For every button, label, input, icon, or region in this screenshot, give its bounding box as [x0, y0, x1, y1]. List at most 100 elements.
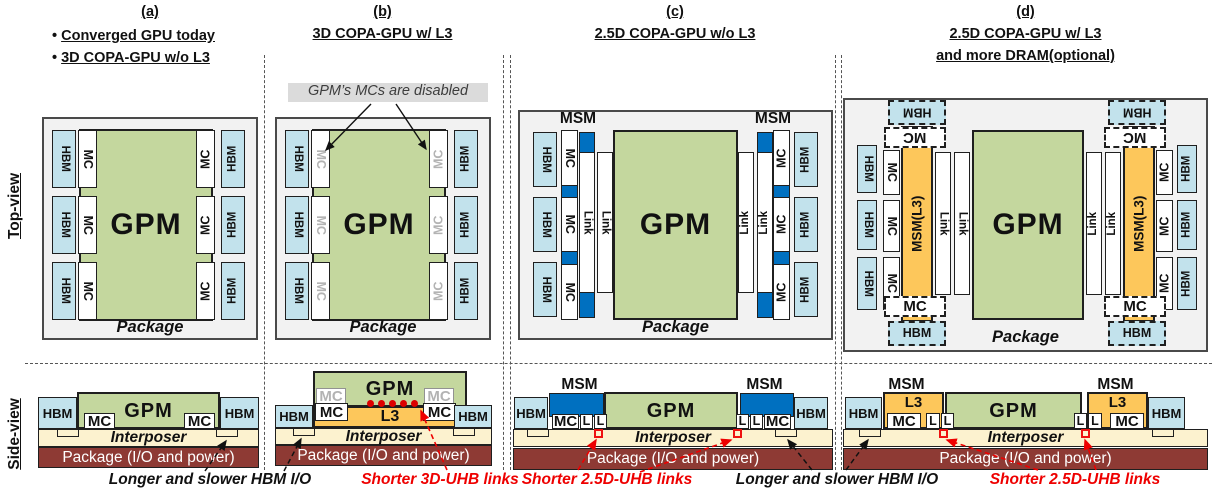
hbm-label: HBM: [58, 145, 71, 173]
panel-d-tag: (d): [1016, 4, 1035, 20]
mc-die: MC: [883, 200, 900, 252]
hbm-label: HBM: [226, 277, 239, 305]
gpm-label: GPM: [639, 208, 712, 241]
msm-blue-block: [561, 251, 578, 265]
hbm-io-bump: [57, 429, 79, 437]
mc-die: MC: [887, 413, 921, 429]
msm-blue-block: [579, 132, 595, 153]
mc-label: MC: [431, 281, 446, 301]
uhb-pad: [733, 429, 742, 438]
mc-label: MC: [1115, 412, 1139, 430]
link-label: Link: [758, 210, 771, 235]
uhb-dot: [378, 400, 385, 407]
mc-label: MC: [884, 216, 899, 236]
uhb-dot: [411, 400, 418, 407]
hbm-die: HBM: [454, 405, 492, 428]
link-die: L: [594, 414, 607, 429]
caption-uhb-25d-c: Shorter 2.5D-UHB links: [521, 471, 693, 488]
interposer-label: Interposer: [987, 429, 1064, 447]
hbm-label: HBM: [458, 409, 488, 424]
mc-label: MC: [431, 149, 446, 169]
mc-label: MC: [87, 412, 112, 430]
panel-d-title-line2: and more DRAM(optional): [936, 48, 1115, 64]
panel-b-package-side: Package (I/O and power): [275, 445, 492, 466]
hbm-label: HBM: [799, 146, 812, 173]
mc-die: MC: [184, 413, 215, 429]
mc-label: MC: [80, 215, 95, 235]
link-die: L: [750, 414, 763, 429]
mc-label: MC: [765, 413, 790, 430]
uhb-dot-row: [365, 399, 420, 408]
separator-bc-1: [503, 55, 504, 470]
link-label: Link: [599, 210, 612, 235]
link-die: Link: [738, 152, 754, 293]
separator-cd-2: [841, 55, 842, 470]
mc-label: MC: [903, 129, 927, 146]
hbm-io-bump: [859, 429, 881, 437]
hbm-label: HBM: [539, 211, 552, 238]
panel-c-title: 2.5D COPA-GPU w/o L3: [594, 26, 756, 42]
gpm-label: GPM: [992, 208, 1064, 241]
link-l-label: L: [1091, 413, 1099, 428]
mc-label: MC: [1157, 216, 1172, 236]
package-label: Package: [116, 318, 184, 336]
mc-die-disabled: MC: [429, 262, 448, 320]
panel-c-gpm-side: GPM: [604, 392, 738, 429]
hbm-die: HBM: [1177, 257, 1197, 310]
link-die: Link: [1086, 152, 1102, 295]
mc-label: MC: [1157, 273, 1172, 294]
hbm-label: HBM: [861, 270, 874, 297]
caption-uhb-3d: Shorter 3D-UHB links: [361, 471, 519, 488]
uhb-dot: [389, 400, 396, 407]
optional-mc-die: MC: [1104, 127, 1166, 148]
hbm-die: HBM: [52, 130, 76, 188]
uhb-pad: [939, 429, 948, 438]
hbm-die: HBM: [454, 262, 478, 320]
hbm-die: HBM: [1177, 145, 1197, 193]
msm-die-side: [740, 393, 794, 417]
mc-label: MC: [774, 214, 789, 235]
msm-blue-block: [757, 292, 773, 318]
hbm-label: HBM: [226, 145, 239, 173]
link-die: Link: [597, 152, 613, 293]
panel-a-bullet-2-text: 3D COPA-GPU w/o L3: [61, 50, 210, 66]
uhb-pad: [1081, 429, 1090, 438]
mc-die: MC: [1156, 150, 1173, 195]
hbm-label: HBM: [58, 277, 71, 305]
link-die: Link: [1105, 152, 1121, 295]
mc-die: MC: [196, 130, 215, 188]
package-io-label: Package (I/O and power): [939, 450, 1112, 468]
hbm-label: HBM: [861, 155, 874, 183]
msm-blue-block: [579, 292, 595, 318]
hbm-label: HBM: [459, 277, 472, 305]
hbm-label: HBM: [1151, 405, 1182, 421]
mc-die-disabled: MC: [429, 130, 448, 188]
mc-label: MC: [562, 148, 577, 168]
gpm-label: GPM: [124, 399, 173, 422]
hbm-die: HBM: [221, 130, 245, 188]
hbm-die: HBM: [533, 197, 557, 252]
mc-label: MC: [892, 412, 916, 430]
separator-views: [25, 363, 1212, 364]
msm-l3-label: MSM(L3): [909, 195, 925, 253]
mc-label: MC: [562, 214, 577, 235]
mc-label: MC: [313, 149, 328, 169]
hbm-die: HBM: [857, 200, 877, 250]
bullet-glyph: •: [52, 50, 58, 66]
mc-die-disabled: MC: [311, 262, 330, 320]
interposer-label: Interposer: [635, 429, 711, 447]
panel-a-bullet-1-text: Converged GPU today: [61, 28, 215, 44]
hbm-label: HBM: [539, 276, 552, 303]
optional-hbm-die: HBM: [1108, 321, 1166, 346]
msm-label: MSM: [888, 376, 925, 393]
hbm-die: HBM: [220, 397, 259, 429]
hbm-die: HBM: [285, 262, 309, 320]
mc-label: MC: [319, 403, 344, 421]
link-l-label: L: [1076, 413, 1085, 428]
hbm-die: HBM: [454, 196, 478, 254]
mc-label: MC: [80, 281, 95, 301]
link-die: L: [1088, 413, 1102, 429]
mc-die: MC: [773, 130, 790, 186]
mc-label: MC: [198, 215, 213, 235]
